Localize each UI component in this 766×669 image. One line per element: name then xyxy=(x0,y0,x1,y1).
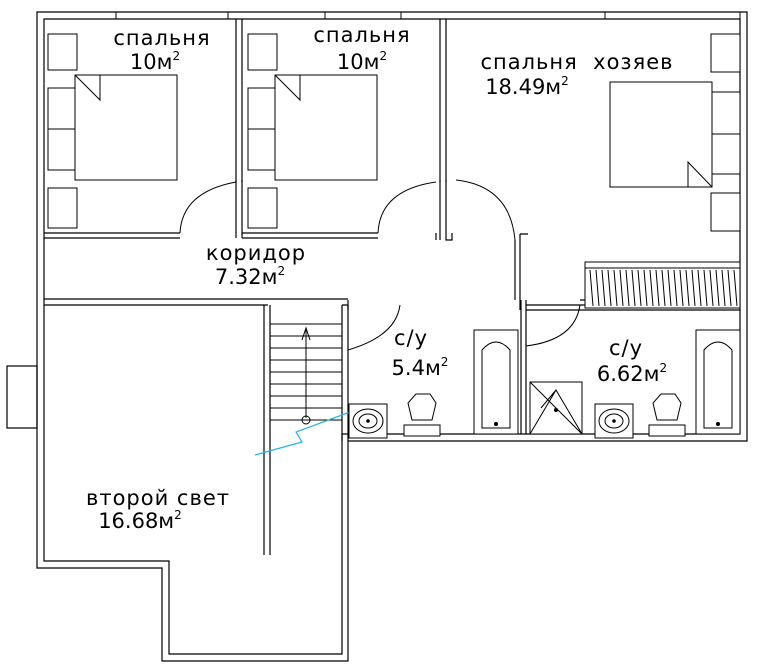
bedroom2-furniture xyxy=(247,33,378,229)
bath2-area: 6.62м2 xyxy=(597,361,667,386)
wardrobe-hanger xyxy=(625,269,630,307)
wardrobe-hanger xyxy=(619,269,624,307)
bath1-area: 5.4м2 xyxy=(392,355,449,380)
bedroom1-furniture xyxy=(47,33,178,229)
bedroom1-area: 10м2 xyxy=(130,49,180,74)
bedroom2-area: 10м2 xyxy=(337,49,387,74)
master-area-value: 18.49м xyxy=(485,75,561,99)
bath1-area-value: 5.4м xyxy=(392,356,441,380)
wardrobe-hanger xyxy=(715,269,720,307)
wardrobe-hanger xyxy=(667,269,672,307)
wardrobe-hanger xyxy=(589,269,594,307)
void-area-sup: 2 xyxy=(174,508,182,522)
master-furniture xyxy=(584,33,741,309)
wardrobe-hanger xyxy=(673,269,678,307)
wardrobe-hanger xyxy=(697,269,702,307)
bedroom2-area-sup: 2 xyxy=(379,49,387,63)
bath1-area-sup: 2 xyxy=(441,355,449,369)
bath2-area-value: 6.62м xyxy=(597,362,660,386)
wardrobe-hanger xyxy=(655,269,660,307)
bathroom1-fixtures xyxy=(348,329,519,439)
bath1-name: с/у xyxy=(394,326,428,350)
wardrobe-hanger xyxy=(649,269,654,307)
wardrobe-hanger xyxy=(637,269,642,307)
bedroom2-name: спальня xyxy=(313,23,410,47)
void-name: второй свет xyxy=(86,486,230,510)
wardrobe-hanger xyxy=(679,269,684,307)
master-area-sup: 2 xyxy=(561,74,569,88)
wardrobe-hanger xyxy=(691,269,696,307)
master-name: спальня хозяев xyxy=(480,50,673,74)
wardrobe-hanger xyxy=(643,269,648,307)
interior-walls xyxy=(44,19,740,441)
wardrobe-hanger xyxy=(727,269,732,307)
wardrobe-hanger xyxy=(661,269,666,307)
wardrobe-hanger xyxy=(733,269,738,307)
entrance-bay xyxy=(6,365,38,429)
corridor-area-value: 7.32м xyxy=(215,265,278,289)
master-area: 18.49м2 xyxy=(485,74,569,99)
void-area-value: 16.68м xyxy=(98,509,174,533)
bedroom1-area-value: 10м xyxy=(130,50,173,74)
bath2-area-sup: 2 xyxy=(659,361,667,375)
wardrobe-hanger xyxy=(607,269,612,307)
wardrobe-hanger xyxy=(721,269,726,307)
wardrobe-hanger xyxy=(601,269,606,307)
bedroom2-area-value: 10м xyxy=(337,50,380,74)
bedroom1-name: спальня xyxy=(113,26,210,50)
staircase xyxy=(254,305,351,555)
corridor-area: 7.32м2 xyxy=(215,264,285,289)
wardrobe-hanger xyxy=(595,269,600,307)
wardrobe-hanger xyxy=(685,269,690,307)
doors xyxy=(179,179,581,351)
void-area: 16.68м2 xyxy=(98,508,182,533)
bedroom1-area-sup: 2 xyxy=(172,49,180,63)
bathroom2-fixtures xyxy=(529,329,741,439)
wardrobe-hanger xyxy=(613,269,618,307)
corridor-area-sup: 2 xyxy=(277,264,285,278)
wardrobe-hanger xyxy=(709,269,714,307)
corridor-name: коридор xyxy=(206,241,306,265)
wardrobe-hanger xyxy=(631,269,636,307)
wardrobe-hanger xyxy=(703,269,708,307)
bath2-name: с/у xyxy=(609,336,643,360)
